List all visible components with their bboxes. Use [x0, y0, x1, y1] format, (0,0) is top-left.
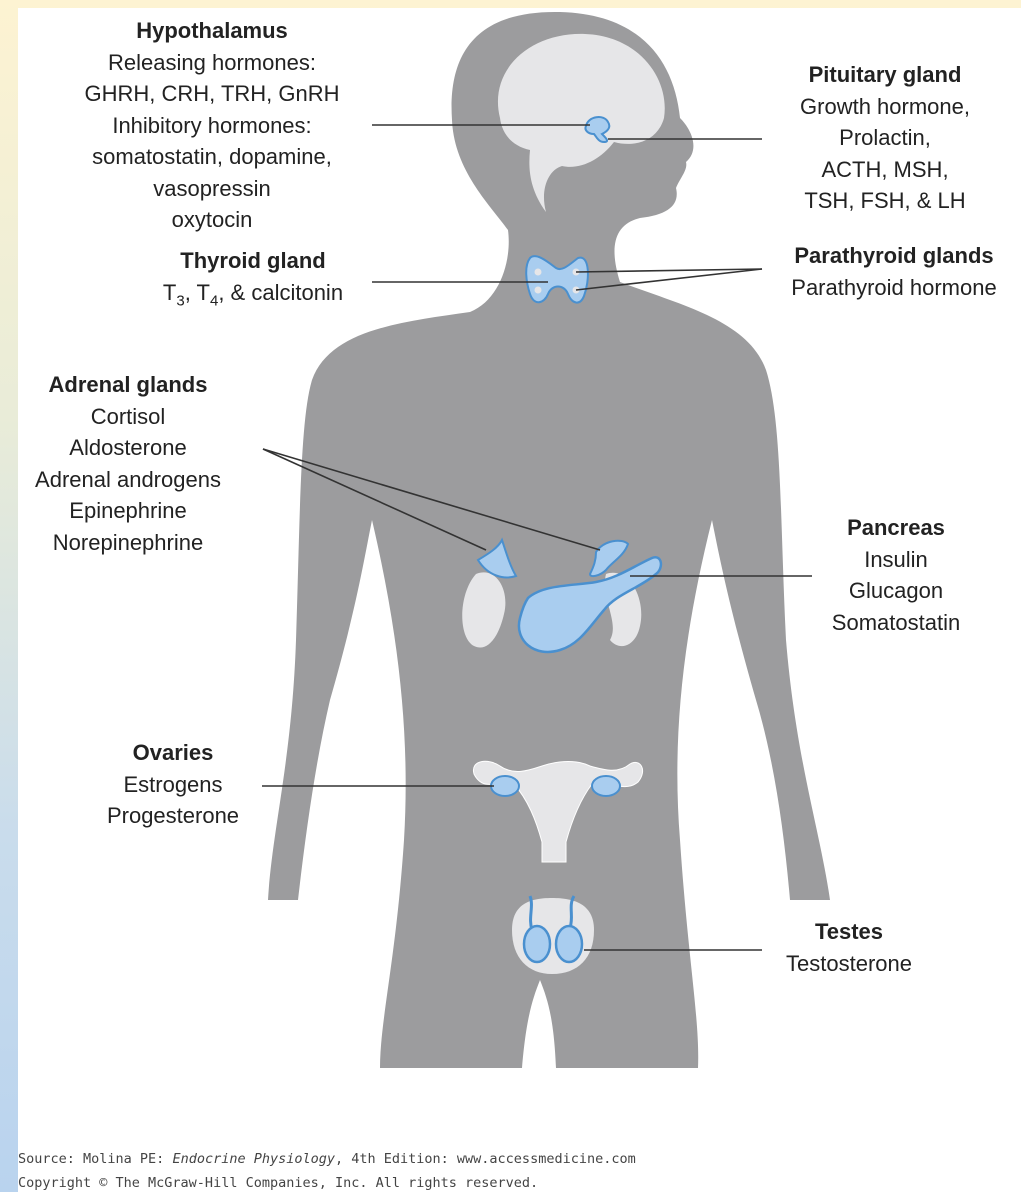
ovaries-hormone-line: Progesterone — [88, 800, 258, 832]
hypothalamus-hormone-line: GHRH, CRH, TRH, GnRH — [62, 78, 362, 110]
hypothalamus-title: Hypothalamus — [62, 15, 362, 47]
thyroid-line-part: T — [163, 280, 176, 305]
hypothalamus-hormone-line: Releasing hormones: — [62, 47, 362, 79]
copyright-notice: Copyright © The McGraw-Hill Companies, I… — [18, 1175, 538, 1191]
pancreas-hormone-line: Glucagon — [815, 575, 977, 607]
pituitary-hormone-line: Growth hormone, — [770, 91, 1000, 123]
right-ovary-shape — [592, 776, 620, 796]
left-ovary-shape — [491, 776, 519, 796]
pancreas-hormone-line: Insulin — [815, 544, 977, 576]
ovaries-title: Ovaries — [88, 737, 258, 769]
thyroid-line-part: , T — [185, 280, 210, 305]
pituitary-hormone-line: Prolactin, — [770, 122, 1000, 154]
right-testis-shape — [556, 926, 582, 962]
hypothalamus-hormone-line: vasopressin — [62, 173, 362, 205]
pituitary-label: Pituitary gland Growth hormone, Prolacti… — [770, 59, 1000, 217]
pancreas-label: Pancreas Insulin Glucagon Somatostatin — [815, 512, 977, 638]
adrenal-title: Adrenal glands — [14, 369, 242, 401]
testes-hormone-line: Testosterone — [766, 948, 932, 980]
left-testis-shape — [524, 926, 550, 962]
adrenal-label: Adrenal glands Cortisol Aldosterone Adre… — [14, 369, 242, 558]
ovaries-label: Ovaries Estrogens Progesterone — [88, 737, 258, 832]
adrenal-hormone-line: Norepinephrine — [14, 527, 242, 559]
pancreas-title: Pancreas — [815, 512, 977, 544]
pituitary-hormone-line: ACTH, MSH, — [770, 154, 1000, 186]
adrenal-hormone-line: Cortisol — [14, 401, 242, 433]
thyroid-label: Thyroid gland T3, T4, & calcitonin — [134, 245, 372, 316]
parathyroid-gland-dot — [535, 269, 542, 276]
adrenal-hormone-line: Adrenal androgens — [14, 464, 242, 496]
source-citation: Source: Molina PE: Endocrine Physiology,… — [18, 1151, 636, 1167]
pituitary-title: Pituitary gland — [770, 59, 1000, 91]
hypothalamus-label: Hypothalamus Releasing hormones: GHRH, C… — [62, 15, 362, 236]
source-book-title: Endocrine Physiology — [172, 1151, 335, 1167]
source-prefix: Source: Molina PE: — [18, 1151, 172, 1167]
testes-title: Testes — [766, 916, 932, 948]
source-suffix: , 4th Edition: www.accessmedicine.com — [335, 1151, 636, 1167]
hypothalamus-hormone-line: oxytocin — [62, 204, 362, 236]
thyroid-t3-subscript: 3 — [176, 292, 184, 309]
adrenal-hormone-line: Aldosterone — [14, 432, 242, 464]
adrenal-hormone-line: Epinephrine — [14, 495, 242, 527]
thyroid-title: Thyroid gland — [134, 245, 372, 277]
parathyroid-hormone-line: Parathyroid hormone — [770, 272, 1018, 304]
pancreas-hormone-line: Somatostatin — [815, 607, 977, 639]
parathyroid-gland-dot — [535, 287, 542, 294]
parathyroid-title: Parathyroid glands — [770, 240, 1018, 272]
thyroid-hormone-line: T3, T4, & calcitonin — [134, 277, 372, 317]
parathyroid-label: Parathyroid glands Parathyroid hormone — [770, 240, 1018, 303]
thyroid-line-part: , & calcitonin — [218, 280, 343, 305]
hypothalamus-hormone-line: Inhibitory hormones: — [62, 110, 362, 142]
pituitary-hormone-line: TSH, FSH, & LH — [770, 185, 1000, 217]
testes-label: Testes Testosterone — [766, 916, 932, 979]
ovaries-hormone-line: Estrogens — [88, 769, 258, 801]
hypothalamus-hormone-line: somatostatin, dopamine, — [62, 141, 362, 173]
left-spermatic-cord — [530, 896, 532, 930]
